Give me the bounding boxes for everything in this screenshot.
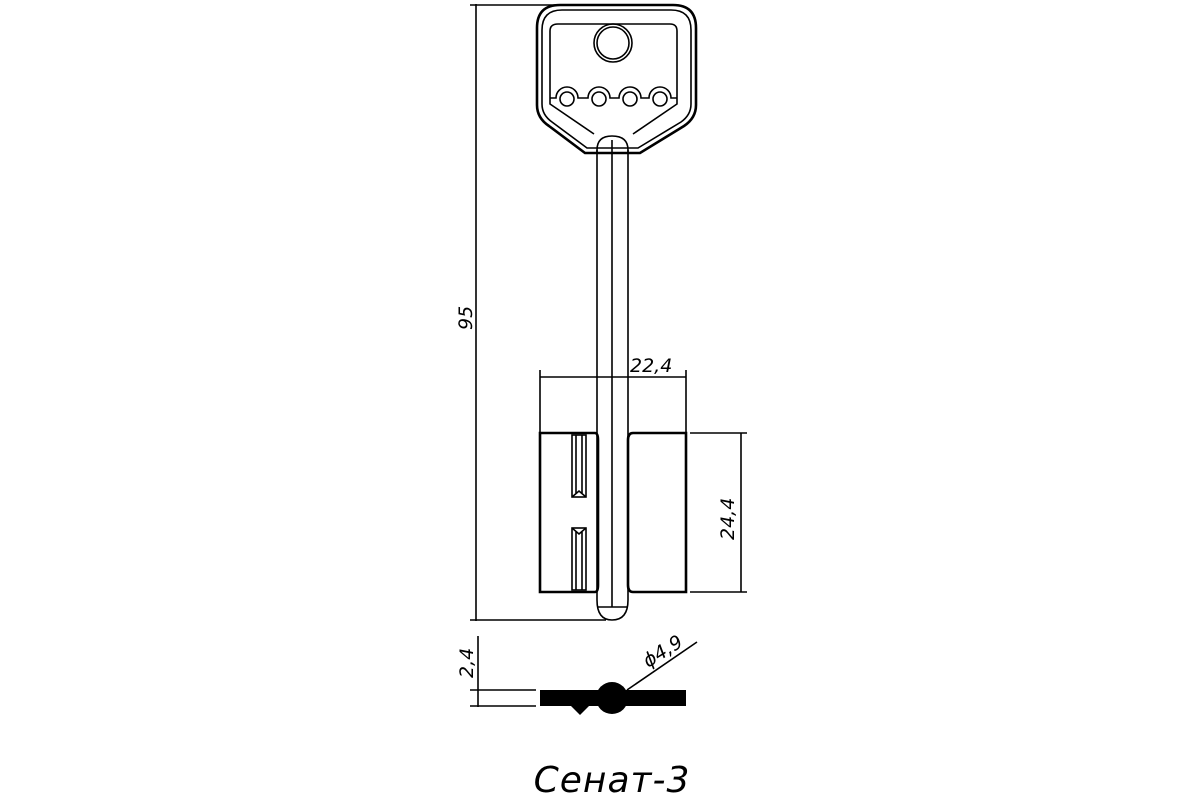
dimension-overall-length: 95 (455, 4, 606, 621)
dimension-bit-height: 24,4 (690, 432, 747, 593)
dimension-bit-width: 22,4 (539, 355, 687, 433)
key-stem (596, 140, 629, 621)
key-bit-right (626, 431, 688, 594)
key-cross-section: ϕ4,9 (540, 631, 698, 715)
dimension-label-95: 95 (455, 306, 477, 330)
dimension-label-24-4: 24,4 (717, 498, 739, 540)
decor-hole (622, 91, 638, 107)
dimension-label-2-4: 2,4 (456, 648, 478, 678)
key-bit-left (538, 431, 600, 594)
dimension-label-22-4: 22,4 (630, 355, 672, 377)
key-model-title: Сенат-3 (534, 760, 691, 800)
decor-hole (559, 91, 575, 107)
key-head (535, 3, 698, 155)
dimension-thickness: 2,4 (456, 636, 536, 707)
decor-hole (591, 91, 607, 107)
key-ring-hole (593, 23, 633, 63)
decor-hole (652, 91, 668, 107)
